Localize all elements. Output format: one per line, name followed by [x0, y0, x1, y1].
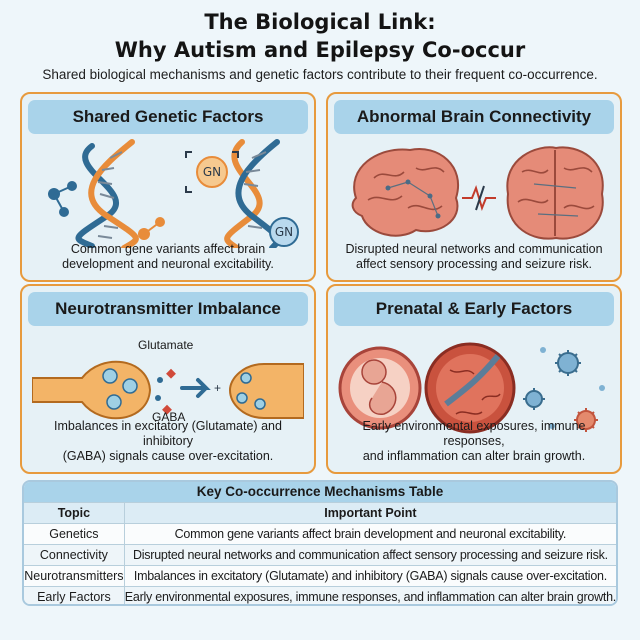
- panel-description-line-1: Common gene variants affect brain: [70, 242, 266, 256]
- page-title-line-2: Why Autism and Epilepsy Co-occur: [114, 38, 526, 62]
- table-row: Neurotransmitters Imbalances in excitato…: [24, 565, 616, 587]
- synapse-icon: +: [32, 360, 304, 420]
- brain-icon: [351, 146, 604, 240]
- panel-description-line-1: Imbalances in excitatory (Glutamate) and…: [54, 419, 282, 448]
- panel-description: Common gene variants affect brain develo…: [30, 242, 306, 272]
- panel-description-line-2: affect sensory processing and seizure ri…: [356, 257, 592, 271]
- panel-prenatal-early-factors: Prenatal & Early Factors: [326, 284, 622, 474]
- panel-title: Abnormal Brain Connectivity: [334, 100, 614, 134]
- panel-abnormal-brain-connectivity: Abnormal Brain Connectivity Disrupted ne…: [326, 92, 622, 282]
- table-header-row: Topic Important Point: [24, 502, 616, 524]
- table-cell-topic: Early Factors: [24, 586, 125, 604]
- table-row: Early Factors Early environmental exposu…: [24, 586, 616, 604]
- table-cell-topic: Genetics: [24, 523, 125, 545]
- mechanisms-table: Key Co-occurrence Mechanisms Table Topic…: [22, 480, 618, 606]
- column-header-topic: Topic: [24, 502, 125, 524]
- signal-icon: [462, 184, 496, 212]
- table-cell-point: Early environmental exposures, immune re…: [124, 586, 616, 604]
- dna-icon: GN GN: [48, 139, 299, 248]
- gaba-label: GABA: [152, 410, 186, 424]
- table-title: Key Co-occurrence Mechanisms Table: [24, 482, 616, 502]
- panel-title: Prenatal & Early Factors: [334, 292, 614, 326]
- gene-box-icon: GN: [185, 151, 239, 193]
- table-cell-point: Common gene variants affect brain develo…: [124, 523, 616, 545]
- panel-title: Shared Genetic Factors: [28, 100, 308, 134]
- panel-title: Neurotransmitter Imbalance: [28, 292, 308, 326]
- panel-description: Imbalances in excitatory (Glutamate) and…: [30, 419, 306, 464]
- column-header-important-point: Important Point: [124, 502, 616, 524]
- page-subtitle: Shared biological mechanisms and genetic…: [42, 67, 598, 82]
- panel-neurotransmitter-imbalance: Neurotransmitter Imbalance + Glutamate G…: [20, 284, 316, 474]
- placenta-icon: [424, 342, 516, 434]
- table-row: Connectivity Disrupted neural networks a…: [24, 544, 616, 566]
- table: Topic Important Point Genetics Common ge…: [24, 502, 616, 604]
- page-title-line-1: The Biological Link:: [204, 10, 436, 34]
- panel-shared-genetic-factors: Shared Genetic Factors GN GN: [20, 92, 316, 282]
- table-cell-point: Imbalances in excitatory (Glutamate) and…: [124, 565, 616, 587]
- fetus-icon: [338, 346, 422, 430]
- header: The Biological Link: Why Autism and Epil…: [0, 8, 640, 64]
- panel-description-line-1: Early environmental exposures, immune re…: [362, 419, 586, 448]
- glutamate-label: Glutamate: [138, 338, 194, 352]
- gene-label-2: GN: [275, 225, 293, 239]
- table-cell-topic: Connectivity: [24, 544, 125, 566]
- panel-description: Early environmental exposures, immune re…: [336, 419, 612, 464]
- gene-label-1: GN: [203, 165, 221, 179]
- panel-description-line-1: Disrupted neural networks and communicat…: [345, 242, 603, 256]
- table-cell-topic: Neurotransmitters: [24, 565, 125, 587]
- table-cell-point: Disrupted neural networks and communicat…: [124, 544, 616, 566]
- panel-description: Disrupted neural networks and communicat…: [336, 242, 612, 272]
- panel-description-line-2: development and neuronal excitability.: [62, 257, 274, 271]
- gene-box-icon: GN: [269, 217, 299, 247]
- virus-icon: [523, 347, 605, 432]
- panel-description-line-2: and inflammation can alter brain growth.: [362, 449, 586, 463]
- prenatal-art: [338, 342, 605, 434]
- table-row: Genetics Common gene variants affect bra…: [24, 523, 616, 545]
- svg-text:+: +: [214, 381, 221, 395]
- panel-description-line-2: (GABA) signals cause over-excitation.: [62, 449, 274, 463]
